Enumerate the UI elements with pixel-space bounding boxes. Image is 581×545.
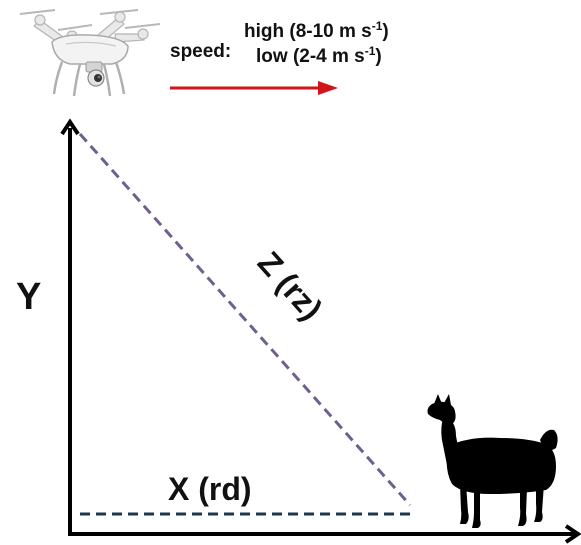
speed-low-exponent: -1	[365, 44, 376, 58]
slant-distance-label: Z (rz)	[251, 245, 330, 327]
x-axis	[68, 524, 581, 544]
direction-arrow	[170, 81, 338, 95]
y-axis-label: Y	[16, 276, 41, 318]
speed-low-line: low (2-4 m s-1)	[256, 44, 382, 67]
speed-high-close: )	[382, 21, 388, 42]
speed-high-line: high (8-10 m s-1)	[244, 19, 389, 42]
speed-low-close: )	[375, 46, 381, 67]
y-axis	[60, 118, 80, 536]
speed-label: speed:	[170, 41, 231, 62]
llama-icon	[427, 394, 558, 528]
drone-icon	[19, 9, 161, 97]
speed-low-text: low (2-4 m s	[256, 46, 365, 67]
horizontal-distance-label: X (rd)	[168, 471, 252, 507]
speed-high-exponent: -1	[372, 19, 383, 33]
speed-high-text: high (8-10 m s	[244, 21, 372, 42]
slant-distance-line	[78, 133, 412, 506]
